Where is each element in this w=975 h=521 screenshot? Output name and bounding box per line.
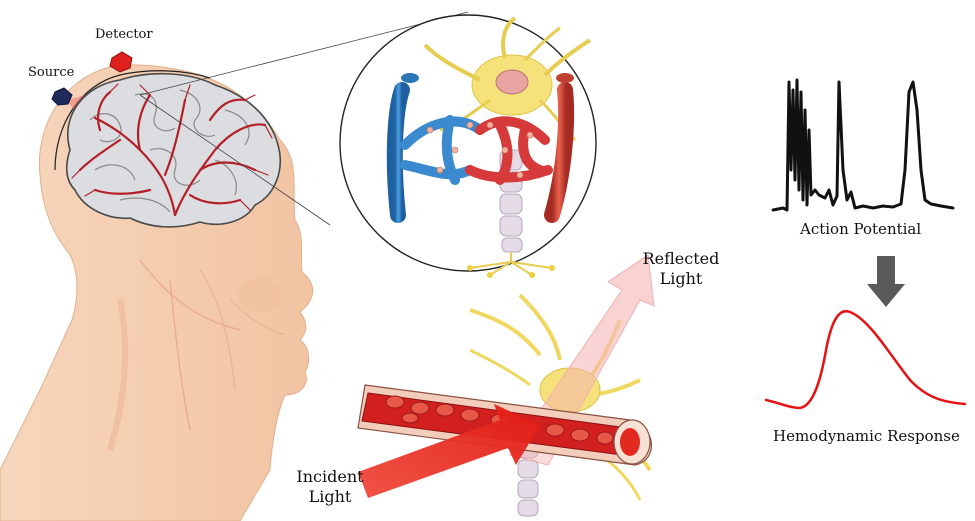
source-label: Source: [28, 65, 74, 80]
hemodynamic-response-graph: [766, 311, 965, 408]
incident-light-label: Incident Light: [290, 467, 370, 507]
hemodynamic-response-label: Hemodynamic Response: [773, 427, 960, 445]
down-arrow-icon: [867, 256, 905, 307]
incident-label-line2: Light: [290, 487, 370, 507]
detector-label: Detector: [95, 27, 153, 42]
reflected-label-line1: Reflected: [640, 249, 722, 269]
action-potential-label: Action Potential: [800, 220, 921, 238]
magnified-capillary-icon: [340, 15, 596, 278]
reflected-light-label: Reflected Light: [640, 249, 722, 289]
reflected-label-line2: Light: [640, 269, 722, 289]
action-potential-graph: [773, 80, 953, 210]
incident-label-line1: Incident: [290, 467, 370, 487]
brain-icon: [67, 74, 281, 227]
